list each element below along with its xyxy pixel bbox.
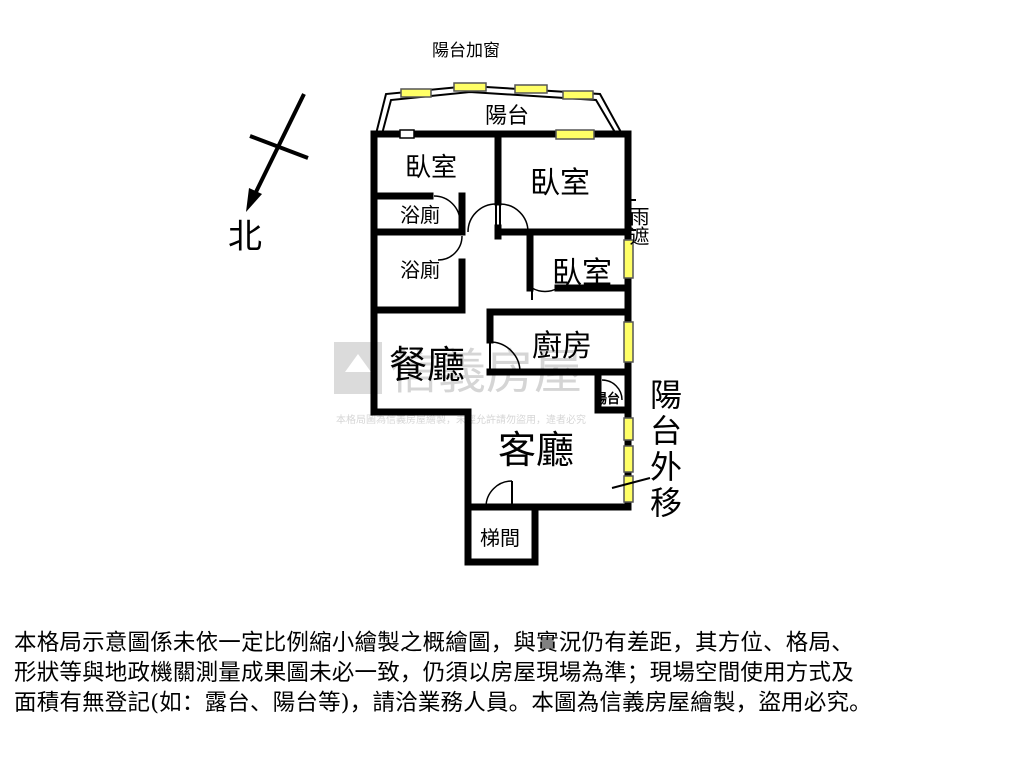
window xyxy=(453,82,487,92)
disclaimer-line: 本格局示意圖係未依一定比例縮小繪製之概繪圖，與實況仍有差距，其方位、格局、 xyxy=(14,630,854,656)
north-arrow-icon xyxy=(246,188,262,212)
disclaimer-line: 形狀等與地政機關測量成果圖未必一致，仍須以房屋現場為準；現場空間使用方式及 xyxy=(14,660,854,686)
floor-plan-drawing: 北 信義房屋 本格局圖為信義房屋繪製，未經允許請勿盜用，違者必究 xyxy=(228,41,683,566)
compass: 北 xyxy=(228,93,309,257)
label-bathroom-1: 浴廁 xyxy=(400,203,440,227)
right-windows xyxy=(399,129,634,503)
label-bedroom-1: 臥室 xyxy=(405,153,457,183)
window xyxy=(555,129,595,140)
window xyxy=(623,321,634,363)
label-bathroom-2: 浴廁 xyxy=(400,258,440,282)
window xyxy=(514,84,548,94)
label-kitchen: 廚房 xyxy=(532,329,592,364)
window xyxy=(623,239,634,279)
label-bedroom-3: 臥室 xyxy=(552,256,612,291)
label-living: 客廳 xyxy=(498,428,574,472)
window xyxy=(399,129,415,139)
label-balcony-addition: 陽台加窗 xyxy=(432,41,500,61)
window xyxy=(562,90,594,100)
label-balcony-top: 陽台 xyxy=(485,104,529,129)
window xyxy=(623,445,634,473)
disclaimer: 本格局示意圖係未依一定比例縮小繪製之概繪圖，與實況仍有差距，其方位、格局、 形狀… xyxy=(14,628,1014,718)
label-dining: 餐廳 xyxy=(389,343,465,387)
label-balcony-moved-out: 陽台外移 xyxy=(645,378,683,522)
label-balcony-small: 陽台 xyxy=(594,391,620,407)
top-balcony xyxy=(375,82,623,135)
doors xyxy=(433,195,623,508)
disclaimer-line: 面積有無登記(如：露台、陽台等)，請洽業務人員。本圖為信義房屋繪製，盜用必究。 xyxy=(14,690,872,716)
canopy-outline xyxy=(627,199,636,231)
label-stairwell: 梯間 xyxy=(480,526,520,550)
window xyxy=(623,475,634,503)
leader-line xyxy=(611,477,651,489)
room-labels: 陽台加窗 陽台 臥室 臥室 浴廁 浴廁 臥室 廚房 餐廳 客廳 陽台 梯間 雨遮… xyxy=(389,41,683,550)
north-label: 北 xyxy=(228,217,262,257)
window xyxy=(400,88,432,98)
label-canopy: 雨遮 xyxy=(626,206,650,246)
window xyxy=(623,417,634,441)
watermark-notice: 本格局圖為信義房屋繪製，未經允許請勿盜用，違者必究 xyxy=(336,413,586,426)
label-bedroom-2: 臥室 xyxy=(530,166,590,201)
